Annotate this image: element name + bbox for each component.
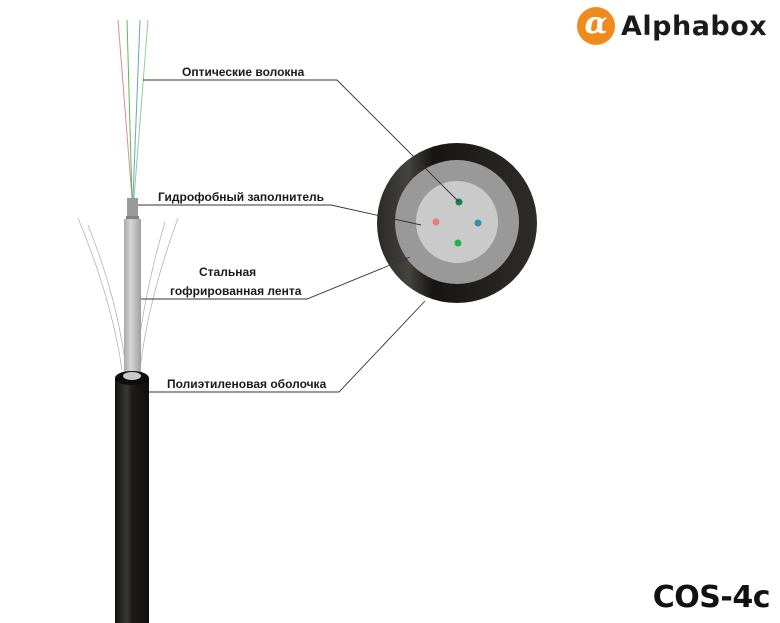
model-name: COS-4c xyxy=(652,580,771,615)
label-hydrophobic-filler: Гидрофобный заполнитель xyxy=(158,190,324,204)
fiber-green xyxy=(454,239,462,247)
steel-tape xyxy=(124,219,141,375)
optical-fibers-strands xyxy=(117,19,149,199)
filler-stub xyxy=(127,198,138,218)
brand-name: Alphabox xyxy=(621,10,768,42)
label-steel-tape-line2: гофрированная лента xyxy=(170,284,302,298)
alpha-logo-icon: α xyxy=(577,7,615,45)
brand-logo: α Alphabox xyxy=(577,6,767,46)
label-steel-tape-line1: Стальная xyxy=(199,265,256,279)
fiber-blue xyxy=(474,219,482,227)
fiber-red xyxy=(432,218,440,226)
pe-jacket xyxy=(115,378,149,623)
label-optical-fibers: Оптические волокна xyxy=(182,65,305,79)
leader-lines xyxy=(138,79,460,393)
cable-cross-section xyxy=(377,143,537,303)
label-pe-sheath: Полиэтиленовая оболочка xyxy=(167,377,327,391)
